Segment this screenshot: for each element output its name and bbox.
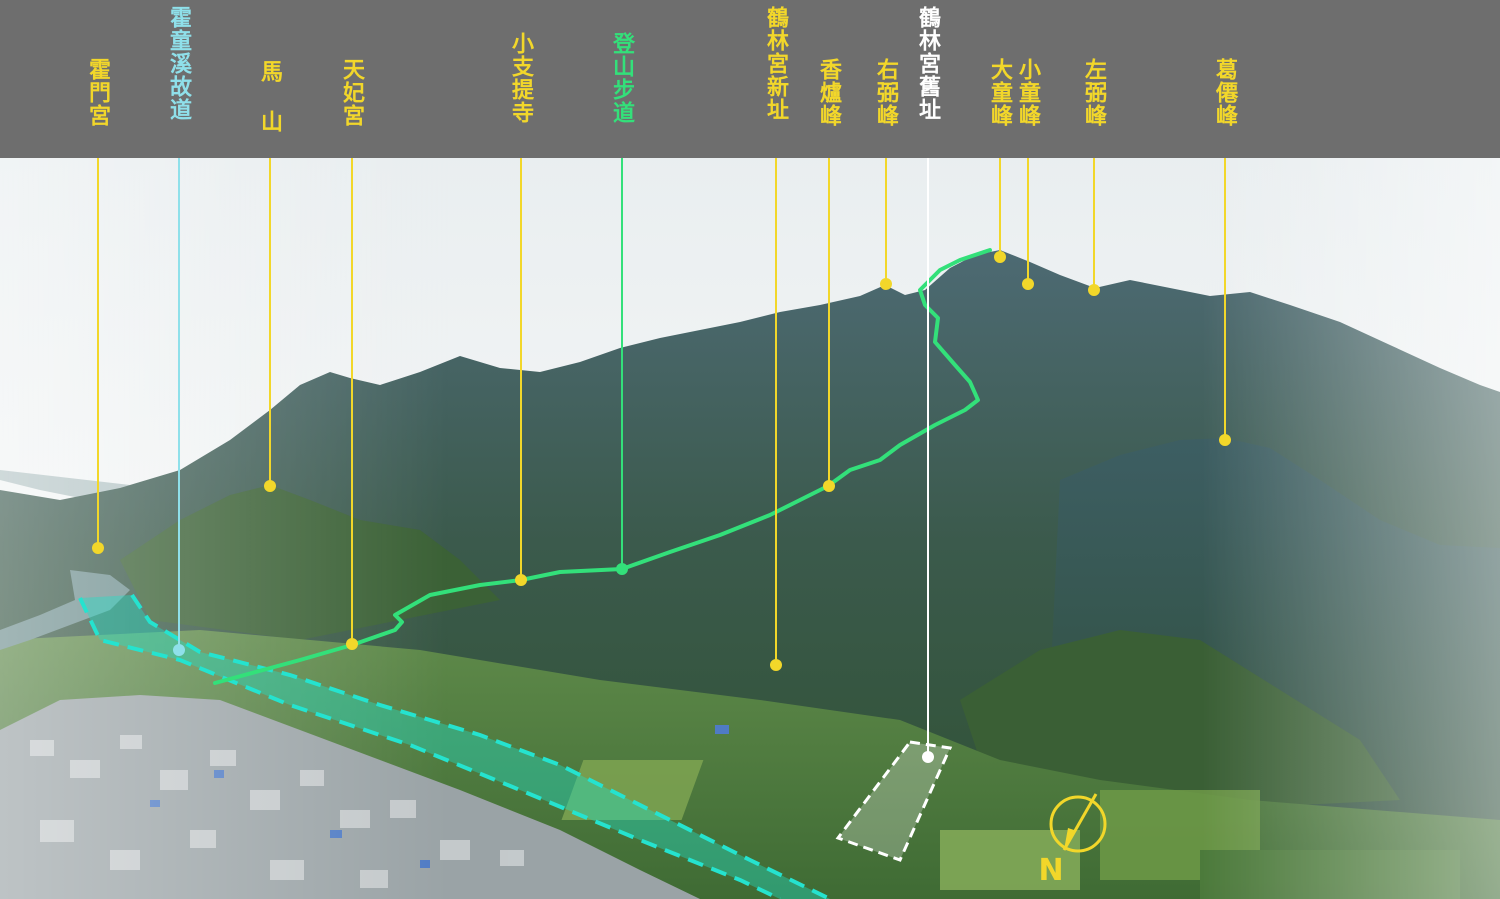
marker-tianfei	[346, 638, 358, 650]
label-hiking-trail: 登山步道	[609, 32, 635, 124]
label-youbi-peak: 右弼峰	[873, 58, 899, 127]
label-datong-peak: 大童峰	[987, 58, 1013, 127]
label-zuobi-peak: 左弼峰	[1081, 58, 1107, 127]
label-tianfei-palace: 天妃宮	[339, 58, 365, 127]
marker-helin-new	[770, 659, 782, 671]
north-label: N	[1038, 853, 1064, 888]
label-header-band	[0, 0, 1500, 158]
label-gexian-peak: 葛僊峰	[1212, 58, 1238, 127]
north-arrow-icon	[1049, 793, 1107, 853]
label-ma-mountain: 馬 山	[257, 60, 283, 133]
marker-dots	[92, 251, 1231, 763]
old-site-outline	[835, 740, 953, 862]
label-huotong-stream-old-course: 霍童溪故道	[166, 6, 192, 121]
marker-xiaotong	[1022, 278, 1034, 290]
marker-mashan	[264, 480, 276, 492]
marker-xiaozhi	[515, 574, 527, 586]
label-xianglu-peak: 香爐峰	[816, 58, 842, 127]
leader-lines	[97, 142, 1226, 757]
marker-gezhuan	[1219, 434, 1231, 446]
label-helin-palace-old-site: 鶴林宮舊址	[915, 6, 941, 121]
marker-zuobi	[1088, 284, 1100, 296]
marker-trail	[616, 563, 628, 575]
label-helin-palace-new-site: 鶴林宮新址	[763, 6, 789, 121]
marker-helin-old	[922, 751, 934, 763]
label-xiaotong-peak: 小童峰	[1015, 58, 1041, 127]
marker-youbi	[880, 278, 892, 290]
marker-datong	[994, 251, 1006, 263]
ancient-stream-edge-right	[130, 593, 831, 899]
label-huomen-palace: 霍門宮	[85, 58, 111, 127]
label-xiaozhiti-temple: 小支提寺	[508, 32, 534, 124]
marker-xianglu	[823, 480, 835, 492]
marker-huotong	[173, 644, 185, 656]
marker-huomen	[92, 542, 104, 554]
